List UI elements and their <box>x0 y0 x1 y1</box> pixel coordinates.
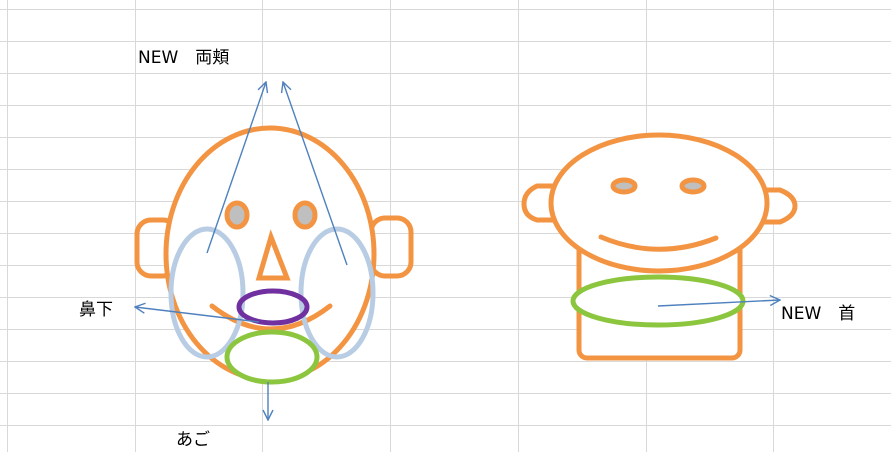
head-smile <box>598 234 719 252</box>
right-eye <box>292 200 318 230</box>
head-left-ear <box>521 183 559 223</box>
under-nose-arrow <box>135 307 260 323</box>
under-nose-area <box>236 288 310 326</box>
neck-area <box>570 274 746 328</box>
right-cheek-area <box>298 226 376 360</box>
under-nose-label: 鼻下 <box>79 300 113 320</box>
chin-area <box>224 329 320 385</box>
chin-label: あご <box>176 430 210 450</box>
head-right-ear <box>761 187 798 225</box>
left-cheek-area <box>168 226 246 360</box>
neck-arrow <box>657 300 780 307</box>
right-ear <box>368 215 414 279</box>
cheek-arrow-left <box>206 82 266 254</box>
cheeks-label: NEW 両頬 <box>138 48 230 68</box>
head-left-eye <box>610 177 638 195</box>
cheek-arrow-right <box>283 82 348 266</box>
left-face-figure <box>135 82 414 420</box>
left-eye <box>224 200 250 230</box>
head-right-eye <box>679 177 707 195</box>
neck-label: NEW 首 <box>781 304 856 324</box>
nose <box>255 229 291 281</box>
right-head-figure <box>521 132 798 361</box>
mouth-smile <box>209 303 333 332</box>
